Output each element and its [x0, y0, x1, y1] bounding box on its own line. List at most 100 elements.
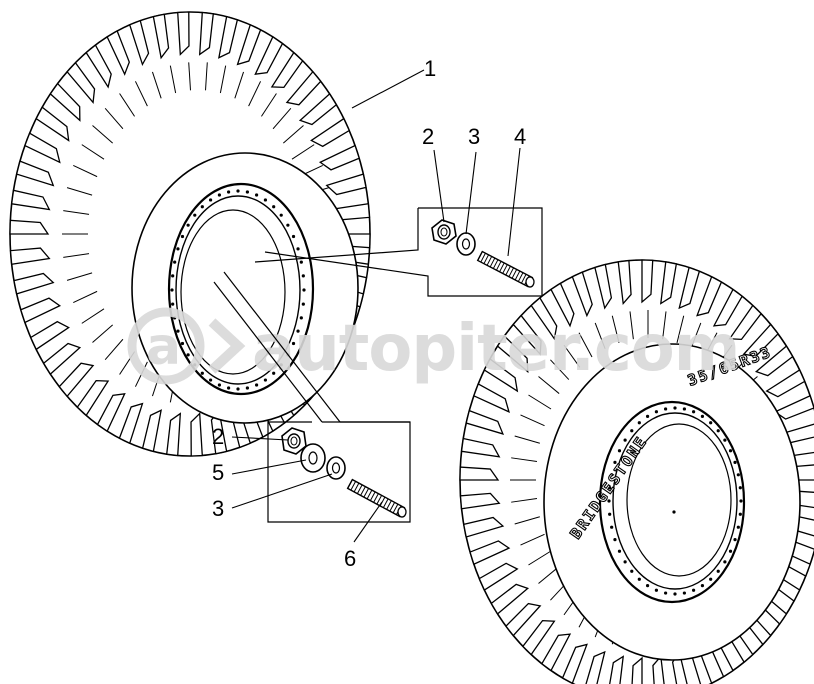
rim-bolt: [733, 538, 737, 542]
rim-bolt: [613, 538, 617, 542]
rim-bolt: [208, 198, 213, 202]
rim-bolt: [200, 205, 204, 209]
washer-bottom: [326, 456, 346, 480]
tread-lug: [462, 516, 505, 538]
rim-bolt: [630, 429, 634, 433]
tread-lug: [652, 654, 665, 684]
sidewall-rib: [514, 516, 540, 525]
tread-lug: [177, 11, 190, 56]
rim-bolt: [176, 247, 180, 251]
sidewall-rib: [261, 93, 277, 117]
rim-bolt: [208, 378, 213, 382]
sidewall-rib: [528, 550, 552, 566]
tread-lug: [9, 219, 50, 235]
tread-lug: [460, 437, 501, 458]
callout-6: 6: [344, 546, 356, 571]
rim-bolt: [610, 525, 614, 529]
rim-bolt: [193, 213, 197, 217]
tread-lug: [66, 61, 96, 105]
rim-bolt: [173, 260, 177, 264]
rim-bolt: [299, 316, 303, 320]
rim-bolt: [245, 190, 249, 194]
tread-lug: [490, 583, 530, 615]
tread-lug: [236, 23, 262, 66]
callout-2-bottom: 2: [212, 424, 224, 449]
watermark-text: autopiter.com: [252, 312, 739, 386]
tire-1: [9, 11, 371, 457]
rim-bolt: [176, 329, 180, 333]
tread-lug: [459, 466, 500, 481]
stud-bottom: [346, 478, 407, 518]
tread-lug: [541, 633, 572, 672]
tread-lug: [13, 272, 55, 295]
sidewall-rib: [248, 81, 262, 107]
tread-lug: [29, 320, 70, 351]
tread-lug: [530, 296, 558, 341]
rim-bolt: [738, 512, 742, 516]
sidewall-rib: [63, 253, 90, 258]
callout-5: 5: [212, 460, 224, 485]
rim-bolt: [723, 560, 727, 564]
rim-bolt: [613, 460, 617, 464]
rim-bolt: [186, 223, 190, 227]
rim-bolt: [171, 274, 175, 278]
rim-bolt: [630, 569, 634, 573]
hardware-box-bottom: [213, 271, 411, 523]
sidewall-rib: [66, 187, 93, 196]
rim-bolt: [673, 406, 677, 410]
tread-lug: [754, 345, 794, 377]
rim-bolt: [682, 591, 686, 595]
rim-bolt: [291, 234, 296, 239]
tread-lug: [728, 304, 762, 341]
tread-lug: [512, 314, 542, 356]
tread-lug: [210, 408, 228, 455]
rim-bolt: [272, 371, 276, 375]
tire-2: [459, 259, 814, 684]
rim-bolt: [637, 421, 641, 425]
tread-lug: [141, 409, 162, 453]
sidewall-rib: [81, 308, 105, 324]
tread-lug: [270, 51, 304, 89]
rim-bolt: [236, 189, 240, 193]
sidewall-rib: [538, 376, 560, 394]
sidewall-rib: [578, 332, 593, 358]
rim-bolt: [654, 410, 659, 414]
sidewall-rib: [528, 394, 552, 410]
tread-lug: [218, 15, 239, 59]
sidewall-rib: [520, 533, 545, 546]
rim-bolt: [227, 190, 231, 194]
sidewall-rib: [563, 344, 581, 368]
tire-1-rim-bolts: [170, 189, 306, 391]
rim-bolt: [682, 407, 686, 411]
sidewall-rib: [514, 435, 540, 444]
sidewall-rib: [550, 359, 570, 380]
stud-top: [476, 250, 535, 288]
rim-bolt: [716, 429, 720, 433]
rim-bolt: [608, 486, 612, 490]
tread-lug: [106, 30, 130, 76]
tread-lug: [585, 650, 606, 684]
tread-lug: [522, 619, 556, 656]
rim-bolt: [610, 473, 614, 477]
rim-bolt: [245, 386, 249, 390]
rim-bolt: [728, 549, 733, 553]
rim-bolt: [691, 410, 696, 414]
rim-bolt: [700, 583, 705, 588]
rim-bolt: [623, 560, 627, 564]
rim-bolt: [739, 499, 743, 503]
tread-lug: [478, 562, 519, 591]
tread-lug: [10, 189, 51, 211]
sidewall-rib: [104, 107, 124, 130]
rim-bolt: [716, 569, 720, 573]
tread-lug: [617, 259, 632, 306]
callout-3-bottom: 3: [212, 496, 224, 521]
rim-bolt: [664, 407, 668, 411]
rim-bolt: [736, 525, 740, 529]
rim-bolt: [301, 274, 305, 278]
rim-bolt: [286, 223, 290, 227]
sidewall-rib: [104, 338, 124, 361]
sidewall-rib: [611, 315, 620, 343]
sidewall-rib: [73, 165, 98, 178]
sidewall-rib: [81, 144, 105, 160]
